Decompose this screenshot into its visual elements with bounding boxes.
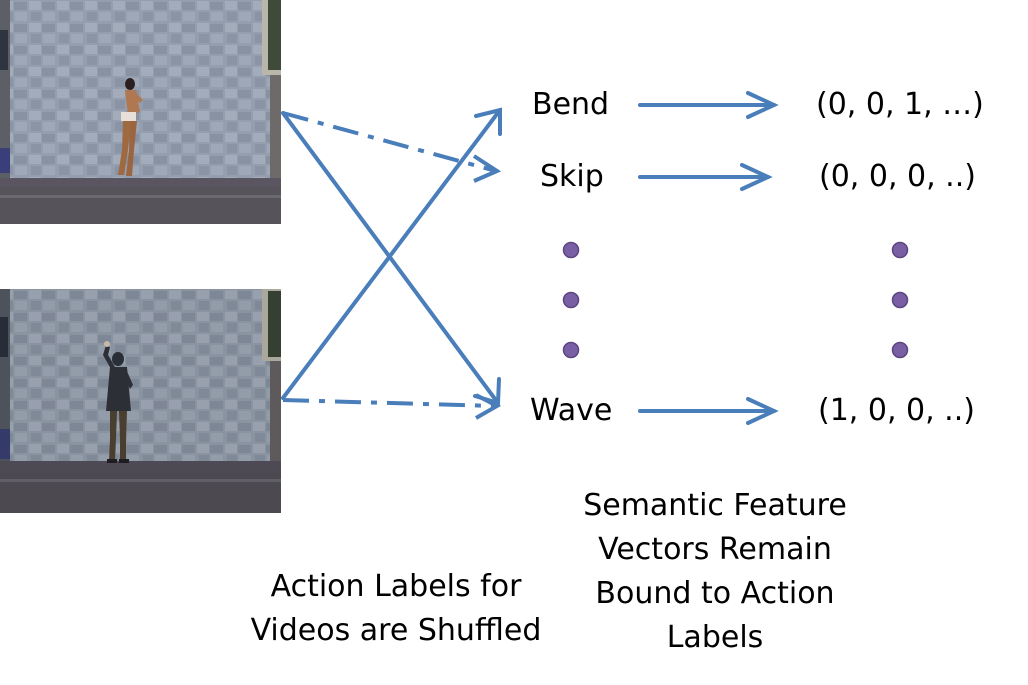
- caption-shuffled-line-2: Videos are Shuffled: [250, 613, 542, 648]
- caption-bound: Semantic Feature Vectors Remain Bound to…: [560, 484, 870, 660]
- ellipsis-dot-vectors-3: [891, 341, 909, 359]
- arrow-head-bend: [474, 107, 502, 136]
- caption-shuffled-line-1: Action Labels for: [270, 569, 522, 604]
- action-label-skip: Skip: [540, 159, 604, 194]
- arrow-bend-video-to-wave: [281, 111, 500, 405]
- ellipsis-dot-labels-3: [562, 341, 580, 359]
- ellipsis-dot-vectors-2: [891, 291, 909, 309]
- action-label-wave: Wave: [530, 393, 613, 428]
- ellipsis-dot-vectors-1: [891, 241, 909, 259]
- caption-shuffled: Action Labels for Videos are Shuffled: [236, 565, 556, 653]
- arrow-wave-video-to-bend: [281, 108, 502, 400]
- ellipsis-dot-labels-1: [562, 241, 580, 259]
- arrow-wave-video-to-wave-dashed: [282, 398, 497, 408]
- caption-bound-line-2: Vectors Remain: [598, 532, 832, 567]
- arrow-head-bend-vector: [746, 91, 779, 119]
- caption-bound-line-3: Bound to Action: [595, 576, 835, 611]
- feature-vector-wave: (1, 0, 0, ..): [818, 393, 975, 428]
- ellipsis-dot-labels-2: [562, 291, 580, 309]
- feature-vector-skip: (0, 0, 0, ..): [819, 159, 976, 194]
- video-frame-top: [0, 0, 281, 224]
- feature-vector-bend: (0, 0, 1, …): [816, 87, 984, 122]
- caption-bound-line-1: Semantic Feature: [583, 488, 847, 523]
- arrow-head-skip-vector: [740, 163, 773, 191]
- action-label-bend: Bend: [532, 87, 610, 122]
- video-frame-bend-image: [0, 0, 281, 224]
- arrow-head-skip: [472, 154, 502, 183]
- arrow-head-wave-dashed: [475, 393, 502, 420]
- video-frame-wave-image: [0, 289, 281, 513]
- video-frame-bottom: [0, 289, 281, 513]
- arrow-bend-video-to-skip-dashed: [282, 111, 497, 173]
- arrow-head-wave-vector: [746, 397, 779, 425]
- caption-bound-line-4: Labels: [666, 620, 764, 655]
